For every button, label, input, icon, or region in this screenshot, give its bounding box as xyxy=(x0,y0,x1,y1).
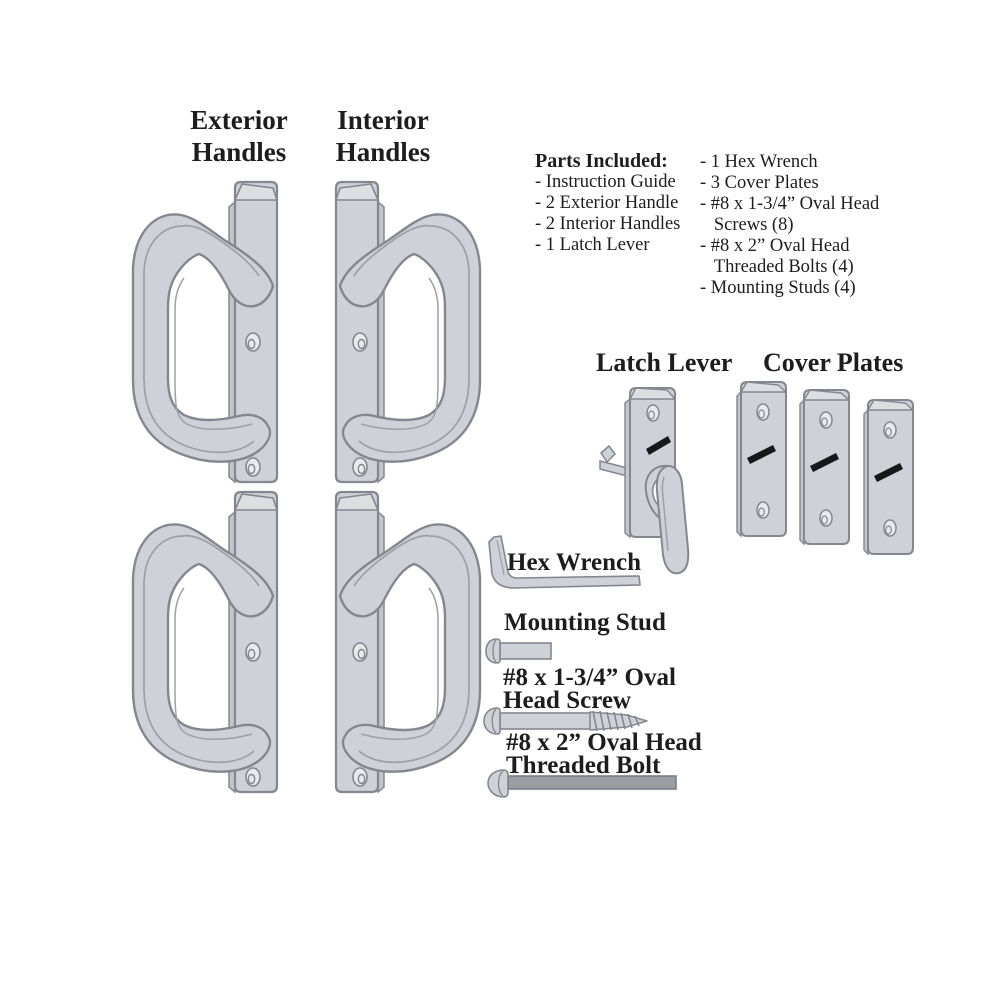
interior-handle-bottom-illustration xyxy=(334,490,482,794)
mounting-stud-label: Mounting Stud xyxy=(504,609,666,636)
parts-included-item: - 2 Interior Handles xyxy=(535,214,681,234)
latch-lever-illustration xyxy=(599,387,690,575)
hex-wrench-label: Hex Wrench xyxy=(507,549,642,576)
parts-included-item: - #8 x 2” Oval Head Threaded Bolts (4) xyxy=(700,236,854,277)
threaded-bolt-icon xyxy=(487,769,677,798)
parts-included-item: - Instruction Guide xyxy=(535,172,676,192)
mounting-stud-icon xyxy=(485,638,552,664)
interior-handle-top-illustration xyxy=(334,180,482,484)
parts-included-item: - 1 Hex Wrench xyxy=(700,152,818,172)
exterior-handle-top-illustration xyxy=(131,180,279,484)
parts-included-heading: Parts Included: xyxy=(535,150,668,172)
exterior-handle-bottom-illustration xyxy=(131,490,279,794)
parts-included-item: - #8 x 1-3/4” Oval Head Screws (8) xyxy=(700,194,880,235)
parts-included-item: - 1 Latch Lever xyxy=(535,235,650,255)
oval-head-screw-icon xyxy=(483,707,648,735)
threaded-bolt-label: #8 x 2” Oval Head Threaded Bolt xyxy=(506,729,702,779)
parts-included-column1: Parts Included: - Instruction Guide - 2 … xyxy=(535,151,680,256)
cover-plates-label: Cover Plates xyxy=(763,348,904,377)
screw-threads xyxy=(589,710,648,732)
parts-included-column2: - 1 Hex Wrench - 3 Cover Plates - #8 x 1… xyxy=(700,152,985,299)
cover-plates-illustration xyxy=(736,381,914,555)
oval-head-screw-label: #8 x 1-3/4” Oval Head Screw xyxy=(503,664,676,714)
screw-hole xyxy=(646,404,660,422)
interior-handles-label: Interior Handles xyxy=(335,105,431,167)
latch-lever-label: Latch Lever xyxy=(596,348,733,377)
latch-slot xyxy=(646,436,671,455)
thumb-turn-lever xyxy=(644,464,690,575)
exterior-handles-label: Exterior Handles xyxy=(190,105,288,167)
parts-included-item: - 2 Exterior Handle xyxy=(535,193,679,213)
hex-wrench-icon xyxy=(488,535,641,589)
parts-included-item: - 3 Cover Plates xyxy=(700,173,819,193)
parts-included-item: - Mounting Studs (4) xyxy=(700,278,856,298)
